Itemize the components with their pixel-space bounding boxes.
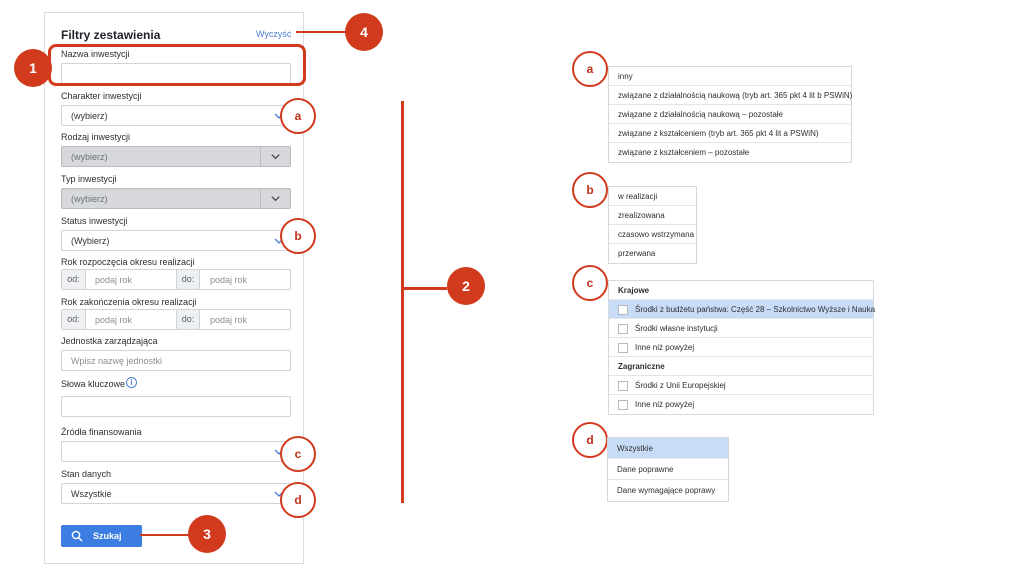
- badge-4: 4: [345, 13, 383, 51]
- dropdown-option[interactable]: Środki z budżetu państwa: Część 28 – Szk…: [609, 300, 876, 319]
- typ-label: Typ inwestycji: [61, 174, 117, 184]
- od-prefix: od:: [62, 310, 86, 329]
- stan-value: Wszystkie: [71, 489, 112, 499]
- badge-b: b: [280, 218, 316, 254]
- typ-value: (wybierz): [71, 194, 108, 204]
- dropdown-option[interactable]: Wszystkie: [608, 438, 728, 459]
- dropdown-option[interactable]: związane z działalnością naukową – pozos…: [609, 105, 851, 124]
- slowa-label: Słowa kluczowe: [61, 379, 126, 389]
- dropdown-option[interactable]: Inne niż powyżej: [609, 338, 873, 357]
- dropdown-option[interactable]: inny: [609, 67, 851, 86]
- dropdown-option[interactable]: Dane poprawne: [608, 459, 728, 480]
- dropdown-option[interactable]: związane z kształceniem (tryb art. 365 p…: [609, 124, 851, 143]
- rok-zak-od-input[interactable]: podaj rok: [95, 315, 133, 325]
- checkbox[interactable]: [618, 342, 628, 353]
- bracket-line: [401, 101, 404, 503]
- jednostka-input[interactable]: Wpisz nazwę jednostki: [61, 350, 291, 371]
- status-label: Status inwestycji: [61, 216, 128, 226]
- badge-c-right: c: [572, 265, 608, 301]
- dropdown-charakter: inny związane z działalnością naukową (t…: [608, 66, 852, 163]
- connector-3: [140, 534, 190, 536]
- rok-zak-label: Rok zakończenia okresu realizacji: [61, 297, 197, 307]
- stan-label: Stan danych: [61, 469, 112, 479]
- zrodla-label: Źródła finansowania: [61, 427, 142, 437]
- status-value: (Wybierz): [71, 236, 110, 246]
- chevron-down-icon: [260, 189, 290, 208]
- typ-select[interactable]: (wybierz): [61, 188, 291, 209]
- checkbox[interactable]: [618, 399, 628, 410]
- nazwa-label: Nazwa inwestycji: [61, 49, 130, 59]
- rok-rozp-label: Rok rozpoczęcia okresu realizacji: [61, 257, 195, 267]
- charakter-label: Charakter inwestycji: [61, 91, 142, 101]
- dropdown-zrodla: Krajowe Środki z budżetu państwa: Część …: [608, 280, 876, 415]
- badge-b-right: b: [572, 172, 608, 208]
- option-label: Środki własne instytucji: [635, 324, 718, 333]
- rok-rozp-do-input[interactable]: podaj rok: [210, 275, 248, 285]
- rok-rozp-range: od: podaj rok do: podaj rok: [61, 269, 291, 290]
- badge-2: 2: [447, 267, 485, 305]
- od-prefix: od:: [62, 270, 86, 289]
- search-icon: [71, 530, 83, 542]
- connector-2: [401, 287, 447, 290]
- group-header: Krajowe: [609, 281, 873, 300]
- dropdown-option[interactable]: Dane wymagające poprawy: [617, 486, 716, 495]
- checkbox[interactable]: [618, 323, 628, 334]
- dropdown-option[interactable]: Środki z Unii Europejskiej: [609, 376, 873, 395]
- search-button[interactable]: Szukaj: [61, 525, 142, 547]
- rodzaj-select[interactable]: (wybierz): [61, 146, 291, 167]
- rok-rozp-od-input[interactable]: podaj rok: [95, 275, 133, 285]
- dropdown-option[interactable]: Inne niż powyżej: [609, 395, 873, 414]
- connector-4: [296, 31, 346, 33]
- option-label: Środki z Unii Europejskiej: [635, 381, 726, 390]
- clear-link[interactable]: Wyczyść: [256, 29, 292, 39]
- checkbox[interactable]: [618, 380, 628, 391]
- dropdown-option[interactable]: związane z działalnością naukową (tryb a…: [609, 86, 852, 105]
- jednostka-label: Jednostka zarządzająca: [61, 336, 158, 346]
- zrodla-select[interactable]: [61, 441, 291, 462]
- charakter-select[interactable]: (wybierz): [61, 105, 291, 126]
- charakter-value: (wybierz): [71, 111, 108, 121]
- option-label: Środki z budżetu państwa: Część 28 – Szk…: [635, 305, 876, 314]
- dropdown-option[interactable]: przerwana: [618, 249, 656, 258]
- slowa-input[interactable]: [61, 396, 291, 417]
- stan-select[interactable]: Wszystkie: [61, 483, 291, 504]
- rodzaj-label: Rodzaj inwestycji: [61, 132, 131, 142]
- dropdown-option[interactable]: związane z kształceniem – pozostałe: [618, 148, 750, 157]
- badge-3: 3: [188, 515, 226, 553]
- rok-zak-do-input[interactable]: podaj rok: [210, 315, 248, 325]
- rok-zak-range: od: podaj rok do: podaj rok: [61, 309, 291, 330]
- badge-a: a: [280, 98, 316, 134]
- option-label: Inne niż powyżej: [635, 343, 695, 352]
- highlight-nazwa: [48, 44, 306, 86]
- dropdown-option[interactable]: czasowo wstrzymana: [609, 225, 696, 244]
- dropdown-stan: Wszystkie Dane poprawne Dane wymagające …: [607, 437, 729, 502]
- badge-1: 1: [14, 49, 52, 87]
- jednostka-placeholder: Wpisz nazwę jednostki: [71, 356, 163, 366]
- rodzaj-value: (wybierz): [71, 152, 108, 162]
- dropdown-option[interactable]: w realizacji: [609, 187, 696, 206]
- do-prefix: do:: [176, 270, 200, 289]
- chevron-down-icon: [260, 147, 290, 166]
- checkbox[interactable]: [618, 304, 628, 315]
- search-label: Szukaj: [93, 531, 122, 541]
- dropdown-option[interactable]: Środki własne instytucji: [609, 319, 873, 338]
- option-label: Inne niż powyżej: [635, 400, 695, 409]
- badge-a-right: a: [572, 51, 608, 87]
- badge-d: d: [280, 482, 316, 518]
- panel-title: Filtry zestawienia: [61, 28, 161, 42]
- do-prefix: do:: [176, 310, 200, 329]
- filter-panel: Filtry zestawienia Wyczyść Nazwa inwesty…: [44, 12, 304, 564]
- group-header: Zagraniczne: [609, 357, 873, 376]
- dropdown-option[interactable]: zrealizowana: [609, 206, 696, 225]
- badge-d-right: d: [572, 422, 608, 458]
- status-select[interactable]: (Wybierz): [61, 230, 291, 251]
- info-icon[interactable]: i: [126, 377, 137, 388]
- badge-c: c: [280, 436, 316, 472]
- dropdown-status: w realizacji zrealizowana czasowo wstrzy…: [608, 186, 697, 264]
